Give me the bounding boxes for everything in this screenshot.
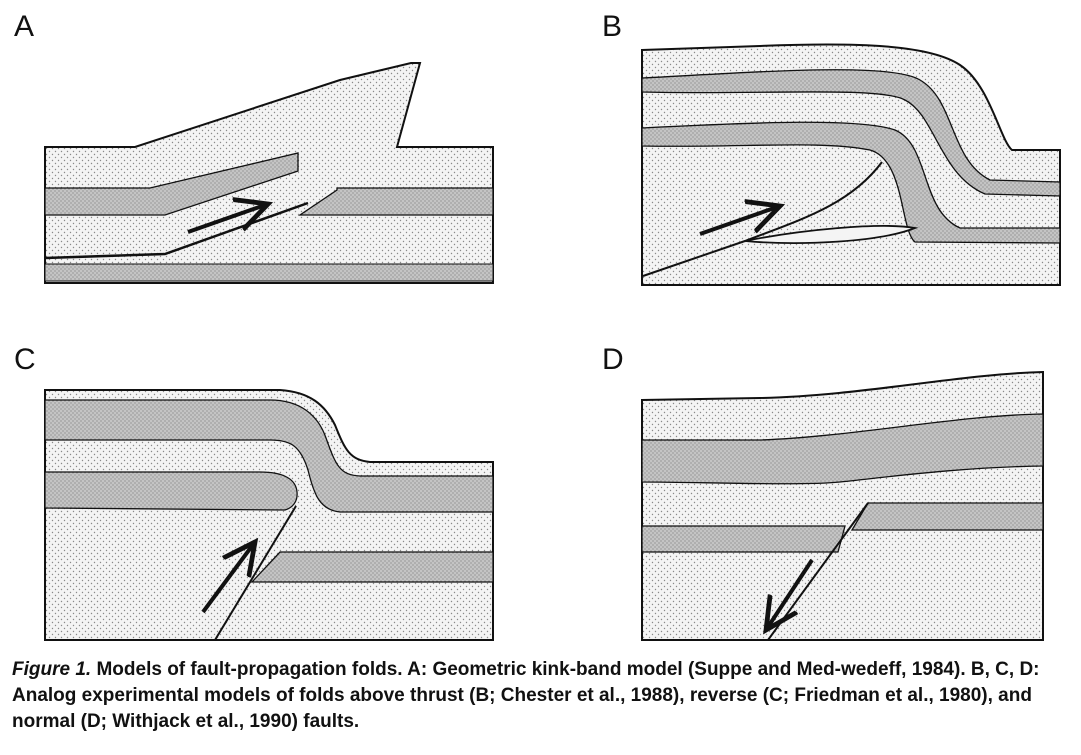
panel-b-dark-layer-2 [641, 121, 1061, 244]
panel-a-dark-layer-1 [44, 152, 299, 216]
panel-d-dark-layer-2-foot [850, 502, 1044, 531]
panel-d-dark-layer-2 [641, 525, 846, 553]
panel-a-thrust-arrow [187, 204, 268, 234]
fault-fold-figure [44, 43, 1061, 641]
panel-label-a: A [14, 10, 35, 43]
panel-label-c: C [14, 343, 36, 376]
panel-d-slip-arrow [766, 558, 814, 630]
panel-c-dark-layer-1 [44, 399, 494, 513]
panel-b-thrust-arrow [699, 206, 780, 236]
panel-c-dark-layer-2 [44, 471, 298, 511]
panel-label-b: B [602, 10, 623, 43]
panel-a-dark-layer-2 [44, 263, 494, 282]
panel-c-slip-arrow [201, 542, 255, 614]
panel-label-d: D [602, 343, 624, 376]
panel-c-diagram [44, 389, 494, 641]
figure-caption: Figure 1. Models of fault-propagation fo… [12, 657, 1072, 735]
panel-a-diagram [44, 62, 494, 284]
panel-b-fault-lens [744, 225, 919, 244]
panel-d-diagram [641, 370, 1044, 641]
panel-b-diagram [641, 43, 1061, 286]
panel-c-dark-layer-2-foot [250, 551, 494, 583]
panel-d-dark-layer-1 [641, 413, 1044, 485]
caption-lead: Figure 1. [12, 659, 92, 680]
panel-a-dark-layer-1-foot [297, 187, 494, 216]
panel-b-dark-layer-1 [641, 69, 1061, 197]
caption-text: Models of fault-propagation folds. A: Ge… [12, 659, 1040, 732]
panel-b-fault-line [642, 161, 883, 277]
